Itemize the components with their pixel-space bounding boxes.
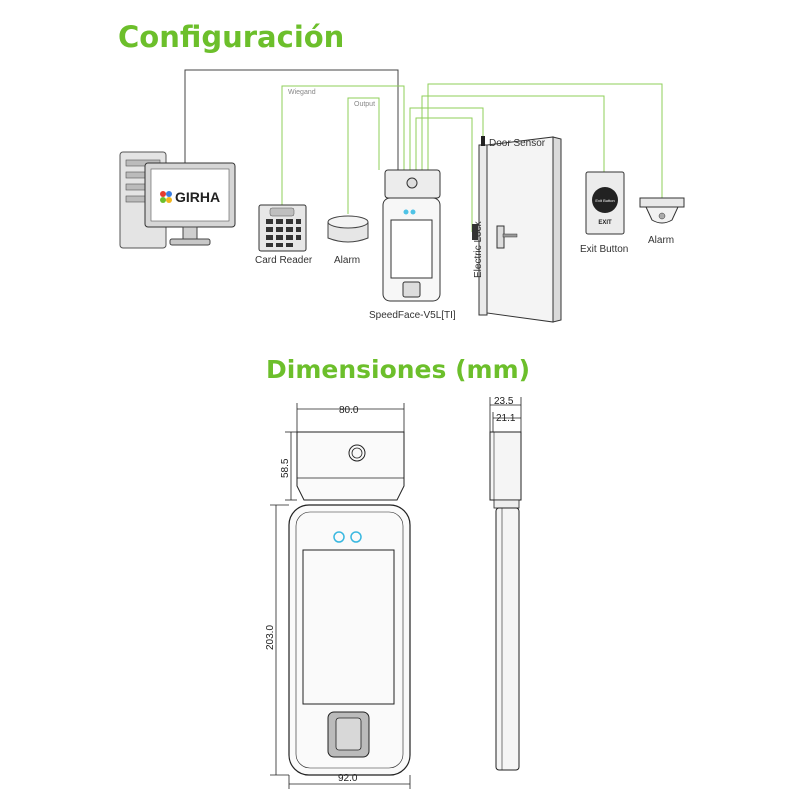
wire-output — [347, 97, 380, 214]
terminal-icon — [382, 169, 441, 302]
dim-top-width: 80.0 — [339, 405, 359, 416]
label-wiegand: Wiegand — [288, 89, 316, 96]
wire-wiegand — [281, 85, 405, 205]
wire-electric-lock — [415, 117, 473, 232]
dimensions-title: Dimensiones (mm) — [266, 355, 531, 384]
front-view — [270, 403, 411, 789]
wire-computer — [184, 69, 399, 170]
exit-button-icon: Exit Button EXIT — [585, 171, 625, 235]
wire-exit-button — [421, 95, 605, 172]
dim-depth-total: 23.5 — [494, 396, 514, 407]
alarm-right-icon — [639, 197, 685, 224]
wire-alarm-right — [427, 83, 663, 198]
computer-icon: GIRHA — [119, 151, 236, 249]
label-door-sensor: Door Sensor — [489, 138, 546, 149]
dim-head-height: 58.5 — [280, 458, 291, 478]
brand-logo-text: GIRHA — [175, 189, 220, 205]
label-card-reader: Card Reader — [255, 255, 313, 266]
dim-bottom-width: 92.0 — [338, 773, 358, 784]
exit-button-face-top: Exit Button — [595, 198, 614, 203]
electric-lock-icon — [472, 224, 478, 240]
label-electric-lock: Electric Lock — [473, 220, 484, 278]
dim-depth-body: 21.1 — [496, 413, 516, 424]
label-exit-button: Exit Button — [580, 244, 628, 255]
config-title: Configuración — [118, 20, 345, 54]
alarm-left-icon — [327, 215, 369, 243]
exit-button-face-bottom: EXIT — [598, 220, 612, 226]
label-output: Output — [354, 101, 375, 108]
dim-body-height: 203.0 — [265, 625, 276, 650]
label-alarm-left: Alarm — [334, 255, 360, 266]
label-terminal: SpeedFace-V5L[TI] — [369, 310, 456, 321]
card-reader-icon — [258, 204, 307, 252]
door-sensor-icon — [481, 136, 485, 146]
door-icon — [472, 136, 562, 323]
label-alarm-right: Alarm — [648, 235, 674, 246]
wire-door-sensor — [409, 107, 484, 170]
side-view — [489, 397, 522, 771]
wiring-lines — [184, 69, 663, 232]
